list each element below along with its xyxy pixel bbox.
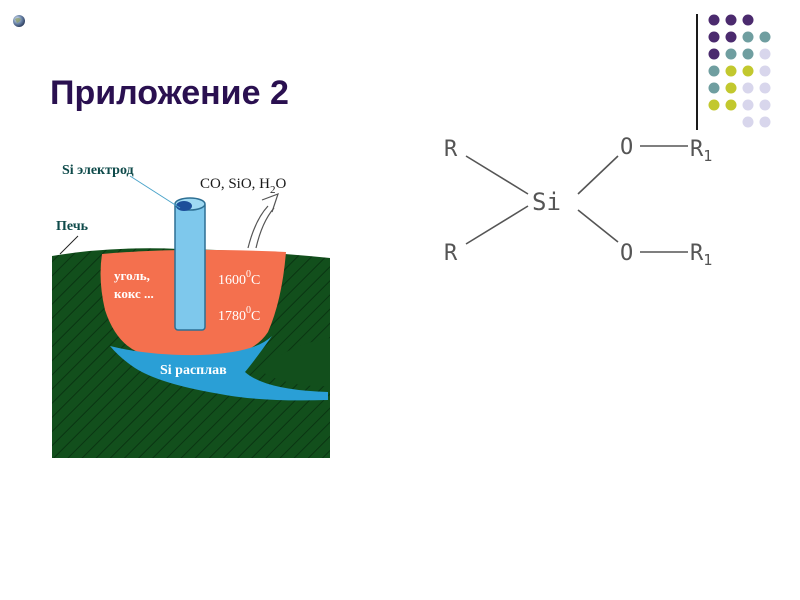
decor-dot [742,116,754,128]
decor-dot [725,65,737,77]
decor-dot [759,116,771,128]
formula-r-bottom: R [444,241,458,266]
decor-dot [759,82,771,94]
slide-title: Приложение 2 [50,74,289,112]
decor-dot [742,48,754,60]
gases-label: CO, SiO, H2O [200,176,287,196]
formula-r1-top: R1 [690,137,712,165]
charge-label-line2: кокс ... [114,286,154,301]
silicon-ester-formula: R R Si O O R1 R1 [444,135,712,269]
formula-bonds [465,145,688,253]
temp-label-2: 17800C [218,305,260,324]
decor-dot [708,82,720,94]
furnace-label: Печь [56,219,89,234]
melt-zone [110,336,328,401]
decor-dot [759,99,771,111]
decor-dot [759,48,771,60]
decor-dot [742,99,754,111]
globe-bullet-icon [13,15,25,27]
temp-label-1: 16000C [218,269,260,288]
decor-vertical-line [696,14,698,130]
decor-dot-grid [708,14,771,128]
decor-dot [725,14,737,26]
decor-dot [725,99,737,111]
formula-r-top: R [444,137,458,162]
formula-o-bottom: O [620,241,633,266]
decor-dot [742,14,754,26]
decor-dot [708,65,720,77]
decor-dot [725,48,737,60]
decor-dot [708,99,720,111]
electrode-label: Si электрод [62,163,134,178]
electrode-tip [176,201,192,211]
decor-dot [742,82,754,94]
decor-dot [725,82,737,94]
formula-r1-bottom: R1 [690,241,712,269]
formula-o-top: O [620,135,633,160]
decor-dot [725,31,737,43]
formula-si: Si [532,188,561,216]
decor-dot [742,31,754,43]
charge-label-line1: уголь, [114,268,150,283]
decor-dot [759,65,771,77]
decor-dot [708,48,720,60]
gas-arrow [247,192,279,249]
electrode [174,201,206,331]
furnace-diagram: Si электрод CO, SiO, H2O Печь уголь, кок… [52,163,330,458]
decor-dot [759,31,771,43]
decor-dot [742,65,754,77]
decor-dot [708,14,720,26]
melt-label: Si расплав [160,363,227,378]
decor-dot [708,31,720,43]
